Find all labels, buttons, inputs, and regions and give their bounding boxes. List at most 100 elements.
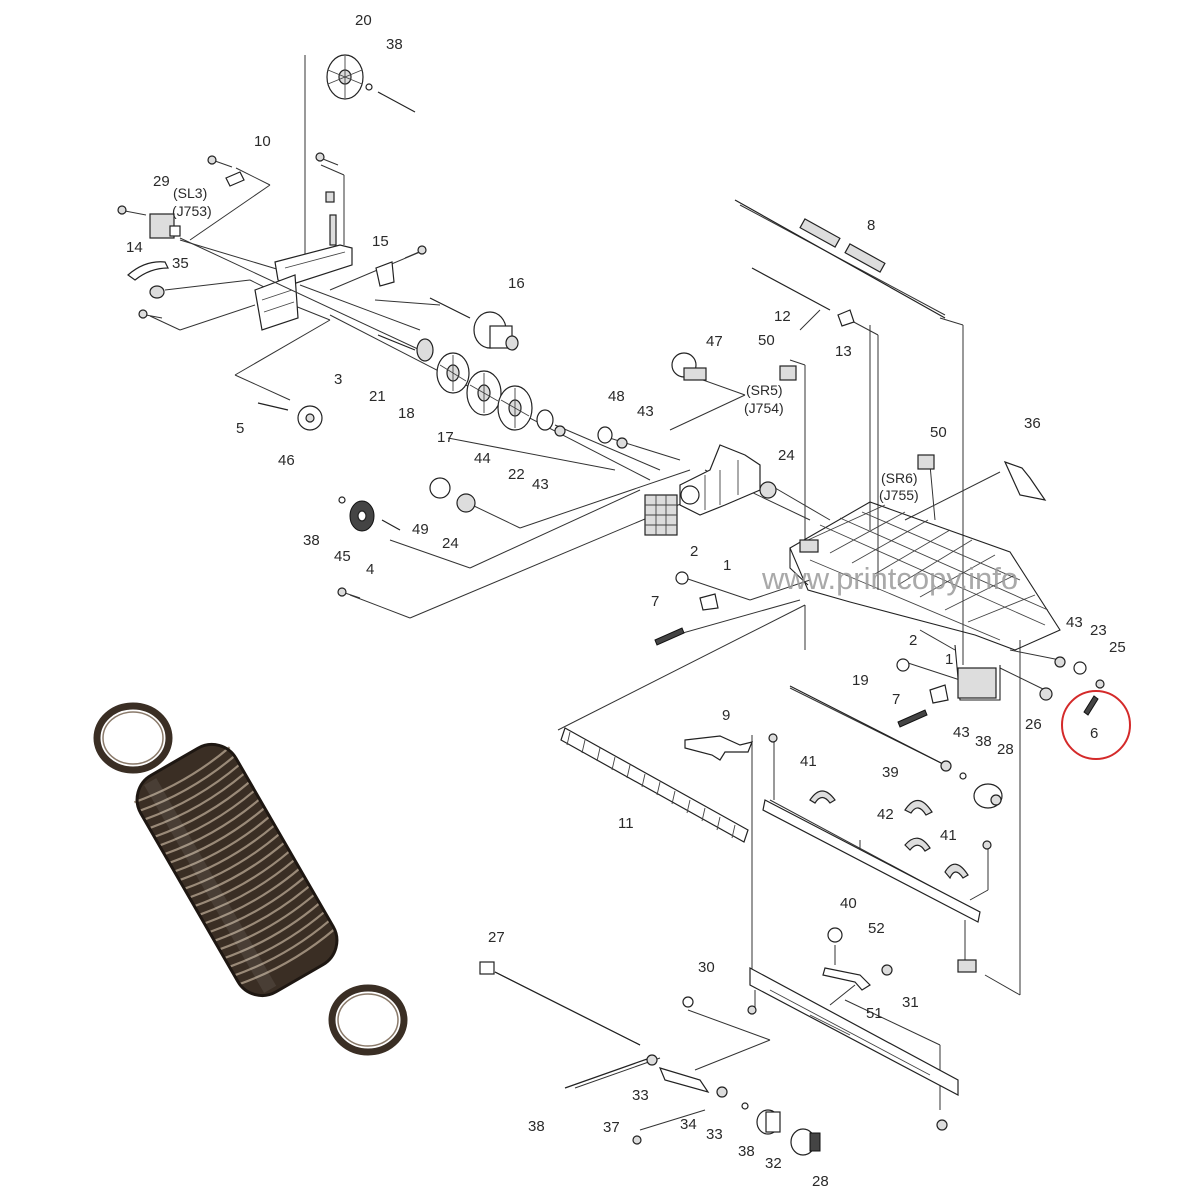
gear-45-icon bbox=[349, 500, 375, 532]
label-sr5: (SR5) bbox=[746, 382, 783, 398]
label-16: 16 bbox=[508, 275, 525, 292]
label-34: 34 bbox=[680, 1116, 697, 1133]
screw-icon bbox=[768, 733, 778, 743]
gear-46-icon bbox=[297, 405, 323, 431]
label-43: 43 bbox=[1066, 614, 1083, 631]
label-33: 33 bbox=[632, 1087, 649, 1104]
label-41: 41 bbox=[940, 827, 957, 844]
label-52: 52 bbox=[868, 920, 885, 937]
label-40: 40 bbox=[840, 895, 857, 912]
leader-lines bbox=[149, 55, 1061, 1131]
screw-icon bbox=[138, 309, 163, 319]
label-2: 2 bbox=[690, 543, 698, 560]
label-11: 11 bbox=[618, 815, 634, 832]
part-shapes bbox=[117, 54, 1105, 1156]
label-28: 28 bbox=[997, 741, 1014, 758]
label-27: 27 bbox=[488, 929, 505, 946]
highlight-circle bbox=[1061, 690, 1131, 760]
label-23: 23 bbox=[1090, 622, 1107, 639]
label-j753: (J753) bbox=[172, 203, 212, 219]
solenoid-sl3-icon bbox=[149, 213, 181, 239]
screw-icon bbox=[207, 155, 233, 168]
label-10: 10 bbox=[254, 133, 271, 150]
label-17: 17 bbox=[437, 429, 454, 446]
label-5: 5 bbox=[236, 420, 244, 437]
screw-icon bbox=[337, 587, 361, 599]
label-26: 26 bbox=[1025, 716, 1042, 733]
roller-28b-icon bbox=[790, 1128, 821, 1156]
label-j754: (J754) bbox=[744, 400, 784, 416]
label-43: 43 bbox=[532, 476, 549, 493]
label-4: 4 bbox=[366, 561, 374, 578]
label-1: 1 bbox=[723, 557, 731, 574]
gear-47-icon bbox=[671, 352, 707, 381]
roller-28-icon bbox=[973, 783, 1003, 809]
label-50: 50 bbox=[758, 332, 775, 349]
extension-spring-photo bbox=[93, 702, 408, 1056]
screw-icon bbox=[117, 205, 147, 216]
label-j755: (J755) bbox=[879, 487, 919, 503]
label-39: 39 bbox=[882, 764, 899, 781]
label-38: 38 bbox=[975, 733, 992, 750]
label-sr6: (SR6) bbox=[881, 470, 918, 486]
label-38: 38 bbox=[738, 1143, 755, 1160]
label-49: 49 bbox=[412, 521, 429, 538]
label-37: 37 bbox=[603, 1119, 620, 1136]
label-48: 48 bbox=[608, 388, 625, 405]
spring-top-hook-icon bbox=[93, 702, 173, 774]
label-42: 42 bbox=[877, 806, 894, 823]
label-32: 32 bbox=[765, 1155, 782, 1172]
label-2: 2 bbox=[909, 632, 917, 649]
label-35: 35 bbox=[172, 255, 189, 272]
label-45: 45 bbox=[334, 548, 351, 565]
gear-17-icon bbox=[466, 370, 502, 416]
label-28: 28 bbox=[812, 1173, 829, 1190]
label-20: 20 bbox=[355, 12, 372, 29]
roller-32-icon bbox=[756, 1109, 781, 1135]
screw-icon bbox=[982, 840, 992, 850]
sensor-sr6-icon bbox=[917, 454, 935, 470]
label-14: 14 bbox=[126, 239, 143, 256]
label-36: 36 bbox=[1024, 415, 1041, 432]
label-33: 33 bbox=[706, 1126, 723, 1143]
label-38: 38 bbox=[528, 1118, 545, 1135]
left-drive-bracket bbox=[254, 191, 353, 331]
spring-6-icon bbox=[1083, 695, 1099, 716]
label-3: 3 bbox=[334, 371, 342, 388]
label-15: 15 bbox=[372, 233, 389, 250]
label-sl3: (SL3) bbox=[173, 185, 207, 201]
label-24: 24 bbox=[778, 447, 795, 464]
main-frame-assembly bbox=[789, 501, 1061, 701]
label-30: 30 bbox=[698, 959, 715, 976]
label-29: 29 bbox=[153, 173, 170, 190]
label-50: 50 bbox=[930, 424, 947, 441]
label-43: 43 bbox=[637, 403, 654, 420]
label-25: 25 bbox=[1109, 639, 1126, 656]
label-21: 21 bbox=[369, 388, 386, 405]
label-22: 22 bbox=[508, 466, 525, 483]
gear-18-icon bbox=[436, 352, 470, 394]
label-12: 12 bbox=[774, 308, 791, 325]
label-1: 1 bbox=[945, 651, 953, 668]
screw-icon bbox=[747, 1005, 757, 1015]
label-47: 47 bbox=[706, 333, 723, 350]
label-51: 51 bbox=[866, 1005, 883, 1022]
screw-icon bbox=[404, 245, 427, 259]
label-18: 18 bbox=[398, 405, 415, 422]
sensor-sr5-icon bbox=[779, 365, 797, 381]
watermark-text: www.printcopy.info bbox=[761, 561, 1018, 596]
label-7: 7 bbox=[892, 691, 900, 708]
label-9: 9 bbox=[722, 707, 730, 724]
pulley-16-icon bbox=[473, 311, 519, 351]
label-44: 44 bbox=[474, 450, 491, 467]
spring-bottom-hook-icon bbox=[328, 984, 408, 1056]
label-41: 41 bbox=[800, 753, 817, 770]
label-7: 7 bbox=[651, 593, 659, 610]
screw-icon bbox=[936, 1119, 948, 1131]
label-43: 43 bbox=[953, 724, 970, 741]
gear-20-icon bbox=[326, 54, 364, 100]
part-number-labels: 20 38 10 29 (SL3) (J753) 15 14 35 16 3 2… bbox=[126, 12, 1126, 1190]
screw-icon bbox=[315, 152, 339, 166]
